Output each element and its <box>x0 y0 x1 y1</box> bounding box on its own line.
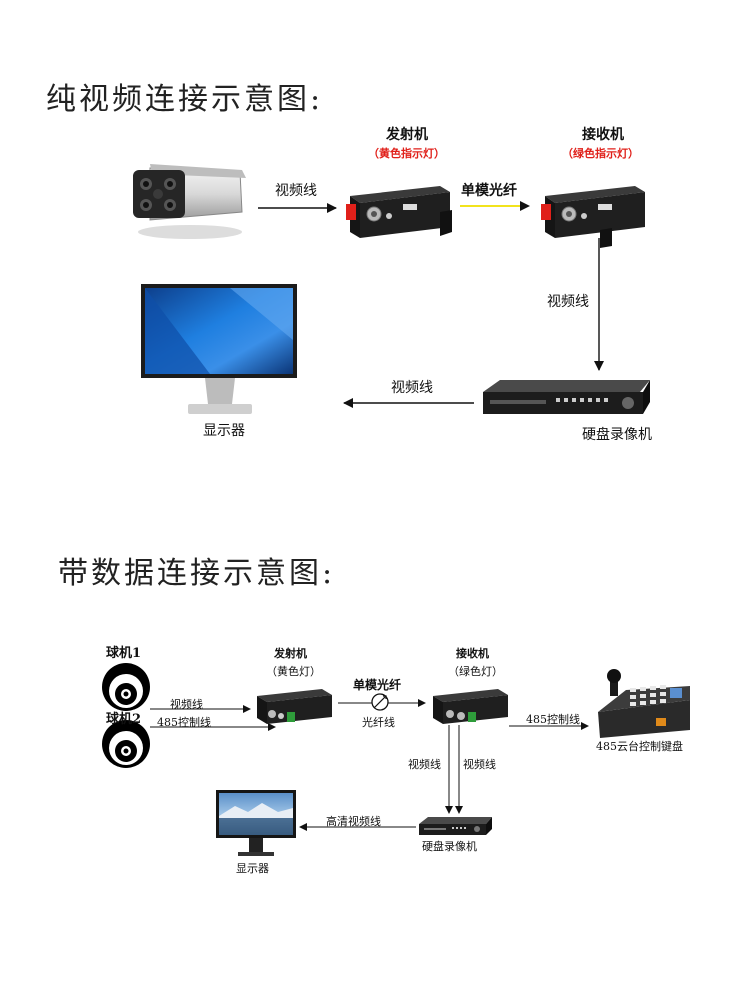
receiver-icon <box>541 186 645 248</box>
receiver-2-note: （绿色灯） <box>448 663 503 679</box>
link-rx-dvr-1-label: 视频线 <box>408 756 441 772</box>
link-cam-video-label: 视频线 <box>170 696 203 712</box>
transmitter-2-icon <box>257 689 332 724</box>
link-rx-keyboard-label: 485控制线 <box>526 711 580 727</box>
receiver-2-name: 接收机 <box>456 645 489 661</box>
camera1-label: 球机1 <box>106 642 141 661</box>
keyboard-label: 485云台控制键盘 <box>596 738 683 754</box>
fiber-label: 单模光纤 <box>461 180 517 200</box>
dome-camera-1-icon <box>102 663 150 711</box>
dome-camera-2-icon <box>102 720 150 768</box>
receiver-note: （绿色指示灯） <box>562 145 639 161</box>
receiver-name: 接收机 <box>582 124 624 144</box>
section2-title: 带数据连接示意图: <box>58 548 335 592</box>
ptz-keyboard-icon <box>598 669 690 738</box>
monitor-2-icon <box>216 790 296 856</box>
link-camera-tx-label: 视频线 <box>275 180 317 200</box>
link-rx-dvr-label: 视频线 <box>547 291 589 311</box>
link-dvr-monitor-label: 视频线 <box>391 377 433 397</box>
dvr-2-icon <box>419 817 492 835</box>
transmitter-note: （黄色指示灯） <box>368 145 445 161</box>
dvr-label: 硬盘录像机 <box>582 424 652 444</box>
fiber-2-label: 单模光纤 <box>353 676 401 693</box>
receiver-2-icon <box>433 689 508 724</box>
dvr-icon <box>483 380 650 414</box>
link-cam-485-label: 485控制线 <box>157 714 211 730</box>
monitor-2-label: 显示器 <box>236 860 269 876</box>
fiber-2-sub-label: 光纤线 <box>362 714 395 730</box>
bullet-camera-icon <box>133 164 246 239</box>
dvr-2-label: 硬盘录像机 <box>422 838 477 854</box>
link-dvr-monitor-2-label: 高清视频线 <box>326 813 381 829</box>
transmitter-name: 发射机 <box>386 124 428 144</box>
transmitter-2-name: 发射机 <box>274 645 307 661</box>
monitor-icon <box>141 284 297 414</box>
monitor-label: 显示器 <box>203 420 245 440</box>
link-rx-dvr-2-label: 视频线 <box>463 756 496 772</box>
camera2-label: 球机2 <box>106 708 141 727</box>
transmitter-icon <box>346 186 452 238</box>
transmitter-2-note: （黄色灯） <box>266 663 321 679</box>
